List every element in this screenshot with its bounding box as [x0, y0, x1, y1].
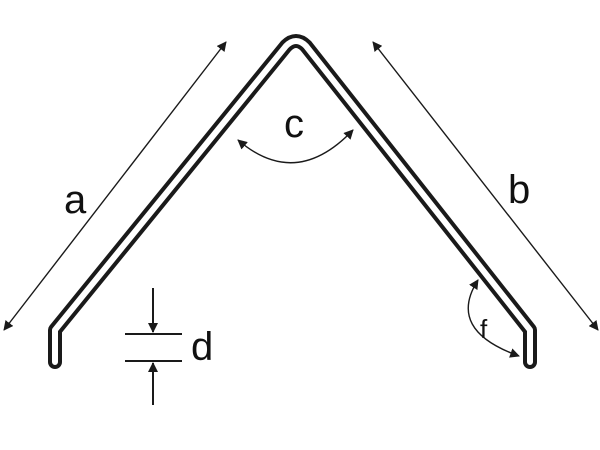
dimension-a: a	[3, 41, 227, 331]
label-a: a	[64, 178, 87, 222]
label-d: d	[191, 325, 213, 369]
dimension-b: b	[372, 41, 599, 331]
label-f: f	[480, 314, 488, 344]
angle-f: f	[467, 279, 520, 358]
label-b: b	[508, 168, 530, 212]
angle-c: c	[237, 102, 354, 164]
label-c: c	[284, 102, 304, 146]
thickness-d: d	[125, 288, 213, 405]
sheet-profile	[48, 34, 537, 369]
